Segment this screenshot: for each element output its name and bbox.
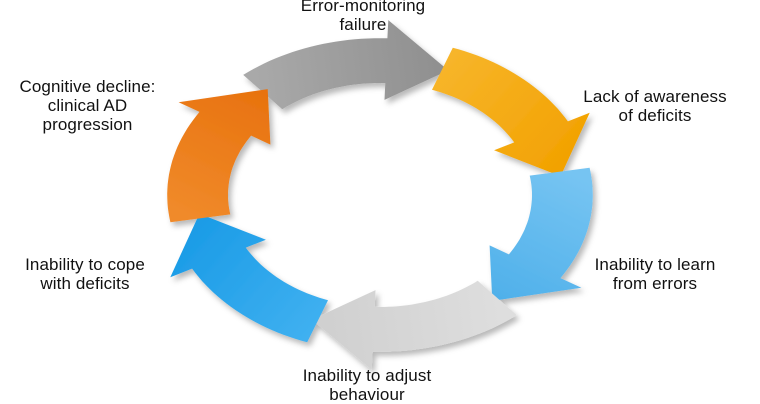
- cycle-arrow-inability-to-cope: [170, 213, 328, 343]
- stage-label-lack-of-awareness: Lack of awareness of deficits: [560, 87, 750, 125]
- cycle-arrows: [167, 20, 593, 370]
- stage-label-error-monitoring: Error-monitoring failure: [268, 0, 458, 34]
- cycle-arrow-inability-to-adjust: [311, 280, 517, 370]
- stage-label-line: Inability to cope: [25, 255, 145, 274]
- stage-label-line: from errors: [612, 274, 698, 293]
- stage-label-inability-to-learn: Inability to learn from errors: [560, 255, 750, 293]
- cycle-arrow-inability-to-learn: [489, 167, 593, 301]
- stage-label-line: Cognitive decline:: [19, 77, 156, 96]
- stage-label-line: Lack of awareness: [583, 87, 727, 106]
- stage-label-line: behaviour: [329, 385, 405, 404]
- stage-label-line: failure: [339, 15, 387, 34]
- cycle-arrow-lack-of-awareness: [432, 47, 590, 177]
- stage-label-line: Error-monitoring: [300, 0, 426, 15]
- cycle-arrow-error-monitoring: [243, 20, 449, 110]
- stage-label-inability-to-cope: Inability to cope with deficits: [0, 255, 170, 293]
- stage-label-cognitive-decline: Cognitive decline: clinical AD progressi…: [0, 77, 175, 134]
- stage-label-line: Inability to learn: [594, 255, 716, 274]
- stage-label-inability-to-adjust: Inability to adjust behaviour: [272, 366, 462, 404]
- cycle-arrow-cognitive-decline: [167, 89, 271, 223]
- stage-label-line: Inability to adjust: [302, 366, 432, 385]
- stage-label-line: with deficits: [40, 274, 130, 293]
- stage-label-line: clinical AD: [47, 96, 128, 115]
- stage-label-line: progression: [42, 115, 133, 134]
- stage-label-line: of deficits: [618, 106, 692, 125]
